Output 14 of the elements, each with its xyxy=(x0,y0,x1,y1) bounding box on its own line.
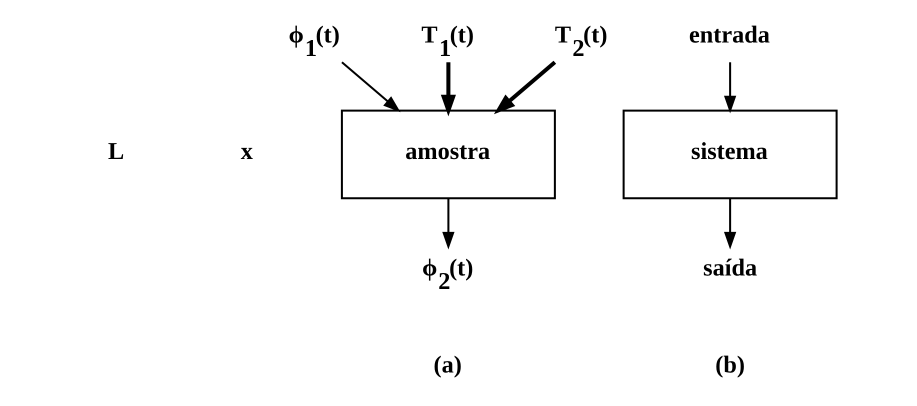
arrow xyxy=(440,62,456,116)
arrow xyxy=(724,62,736,114)
arrow xyxy=(341,62,401,112)
node-box: amostra xyxy=(340,110,556,200)
node-text: saída xyxy=(703,254,758,282)
label: L xyxy=(108,138,124,166)
arrow xyxy=(442,198,455,250)
arrow xyxy=(494,60,556,114)
label: (a) xyxy=(434,352,462,379)
node-text: entrada xyxy=(689,21,770,48)
label: (b) xyxy=(715,352,745,379)
node-box: sistema xyxy=(622,110,838,200)
arrow xyxy=(724,198,736,250)
label: x xyxy=(240,138,253,166)
